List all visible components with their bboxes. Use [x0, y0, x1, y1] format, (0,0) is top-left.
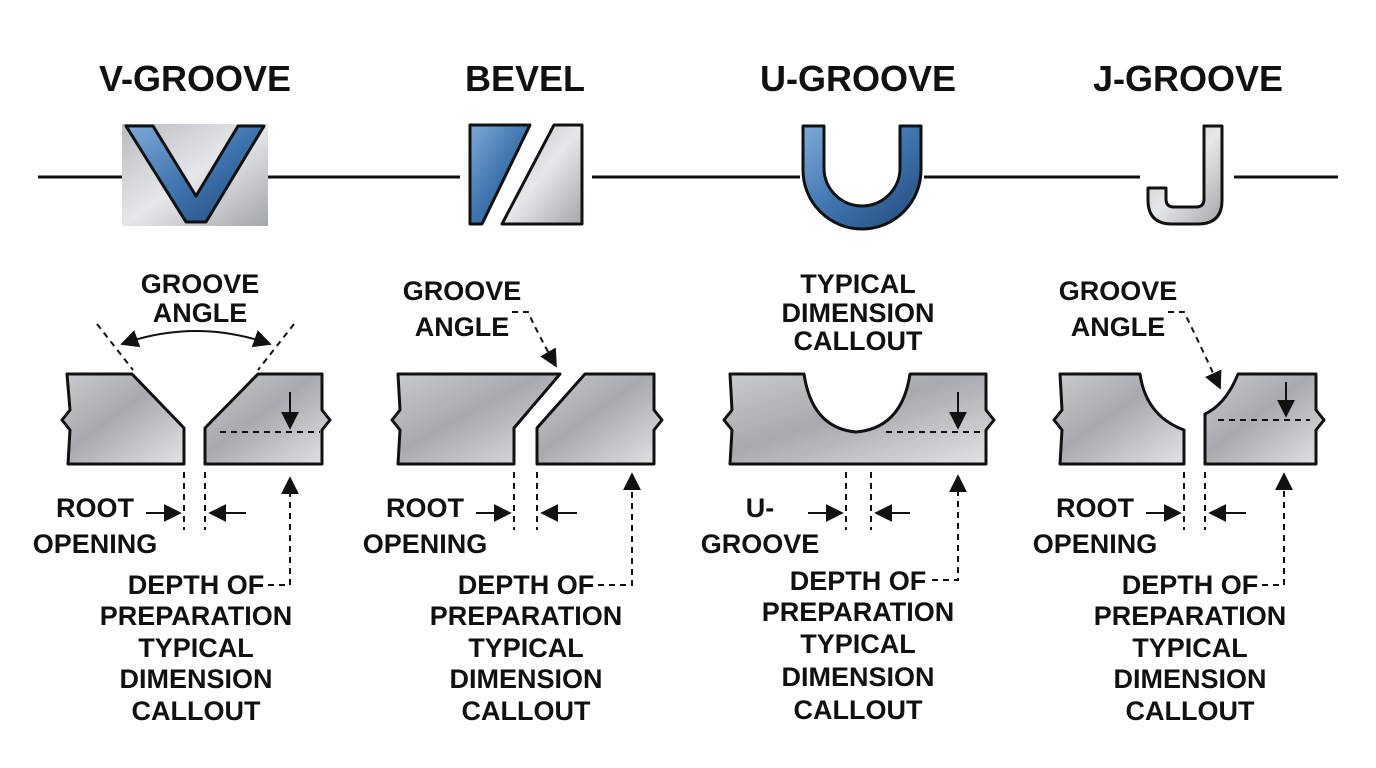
u-depth-label-4: DIMENSION: [781, 662, 934, 692]
j-depth-label-1: DEPTH OF: [1122, 570, 1259, 600]
j-depth-label-4: DIMENSION: [1113, 664, 1266, 694]
u-groove-detail: TYPICAL DIMENSION CALLOUT U- GROOVE DEPT…: [701, 269, 996, 725]
v-depth-label-5: CALLOUT: [132, 696, 261, 726]
bevel-depth-label-5: CALLOUT: [462, 696, 591, 726]
v-groove-angle-label-1: GROOVE: [141, 269, 260, 299]
j-root-label-2: OPENING: [1033, 529, 1158, 559]
title-u-groove: U-GROOVE: [760, 58, 956, 99]
v-depth-label-4: DIMENSION: [119, 664, 272, 694]
v-groove-detail: GROOVE ANGLE ROOT OPENING DEPTH OF PREPA…: [33, 269, 332, 726]
u-left-label-1: U-: [746, 493, 775, 523]
bevel-angle-label-2: ANGLE: [415, 312, 510, 342]
u-top-label-3: CALLOUT: [794, 326, 923, 356]
v-depth-label-3: TYPICAL: [138, 633, 254, 663]
u-depth-label-1: DEPTH OF: [790, 566, 927, 596]
bevel-detail: GROOVE ANGLE ROOT OPENING DEPTH OF PREPA…: [363, 276, 664, 726]
title-v-groove: V-GROOVE: [99, 58, 291, 99]
u-left-label-2: GROOVE: [701, 529, 820, 559]
v-groove-angle-label-2: ANGLE: [153, 298, 248, 328]
u-depth-label-5: CALLOUT: [794, 695, 923, 725]
title-j-groove: J-GROOVE: [1093, 58, 1283, 99]
v-depth-label-2: PREPARATION: [100, 601, 293, 631]
j-groove-detail: GROOVE ANGLE ROOT OPENING DEPTH OF PREPA…: [1033, 276, 1326, 726]
j-angle-label-1: GROOVE: [1059, 276, 1178, 306]
bevel-depth-label-1: DEPTH OF: [458, 570, 595, 600]
bevel-root-label-2: OPENING: [363, 529, 488, 559]
v-groove-symbol-icon: [122, 124, 268, 226]
j-root-label-1: ROOT: [1056, 493, 1135, 523]
u-depth-label-3: TYPICAL: [800, 629, 916, 659]
u-depth-label-2: PREPARATION: [762, 597, 955, 627]
j-depth-label-3: TYPICAL: [1132, 633, 1248, 663]
title-bevel: BEVEL: [465, 58, 585, 99]
j-groove-symbol-icon: [1146, 124, 1224, 226]
j-depth-label-5: CALLOUT: [1126, 696, 1255, 726]
v-root-label-1: ROOT: [56, 493, 135, 523]
u-groove-symbol-icon: [801, 124, 923, 231]
v-depth-label-1: DEPTH OF: [128, 570, 265, 600]
bevel-depth-label-2: PREPARATION: [430, 601, 623, 631]
bevel-symbol-icon: [468, 123, 584, 226]
v-root-label-2: OPENING: [33, 529, 158, 559]
j-angle-label-2: ANGLE: [1071, 312, 1166, 342]
bevel-root-label-1: ROOT: [386, 493, 465, 523]
bevel-depth-label-3: TYPICAL: [468, 633, 584, 663]
u-top-label-1: TYPICAL: [800, 269, 916, 299]
bevel-angle-label-1: GROOVE: [403, 276, 522, 306]
j-depth-label-2: PREPARATION: [1094, 601, 1287, 631]
u-top-label-2: DIMENSION: [781, 298, 934, 328]
bevel-depth-label-4: DIMENSION: [449, 664, 602, 694]
